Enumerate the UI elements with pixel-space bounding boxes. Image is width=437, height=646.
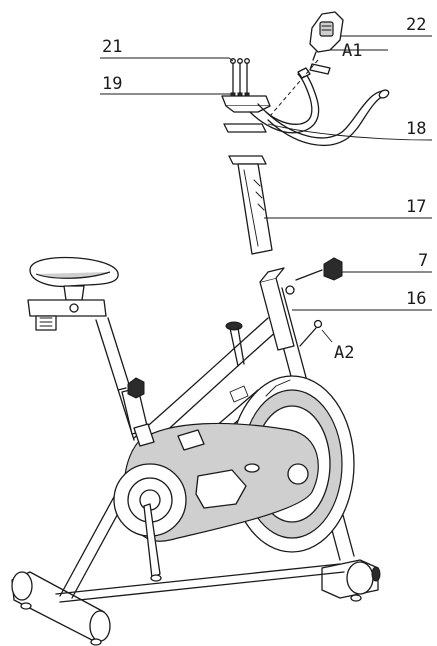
handlebar-bolts bbox=[230, 58, 250, 98]
console-computer bbox=[309, 11, 344, 61]
callout-label-18: 18 bbox=[406, 119, 426, 139]
front-stabilizer bbox=[321, 559, 381, 602]
stem-clamp-16 bbox=[259, 267, 295, 351]
callout-label-a1: A1 bbox=[342, 41, 362, 61]
callout-label-7: 7 bbox=[418, 251, 428, 271]
crank-and-pedal bbox=[113, 463, 187, 582]
rear-stabilizer bbox=[11, 571, 111, 646]
handlebar bbox=[221, 67, 390, 146]
callout-label-17: 17 bbox=[406, 197, 426, 217]
callout-label-16: 16 bbox=[406, 289, 426, 309]
bolt-a2 bbox=[299, 319, 323, 347]
callout-label-22: 22 bbox=[406, 15, 426, 35]
seat-assembly bbox=[27, 256, 119, 331]
assembly-dashed-line bbox=[269, 59, 319, 117]
frame-detail bbox=[133, 385, 249, 451]
callout-label-21: 21 bbox=[102, 37, 122, 57]
tension-knob bbox=[225, 321, 245, 367]
callout-leaders bbox=[100, 35, 433, 343]
callout-label-19: 19 bbox=[102, 74, 122, 94]
seat-post-knob bbox=[117, 377, 145, 399]
callout-label-a2: A2 bbox=[334, 343, 354, 363]
handlebar-post bbox=[228, 155, 273, 255]
adjustment-knob-7 bbox=[295, 257, 343, 281]
